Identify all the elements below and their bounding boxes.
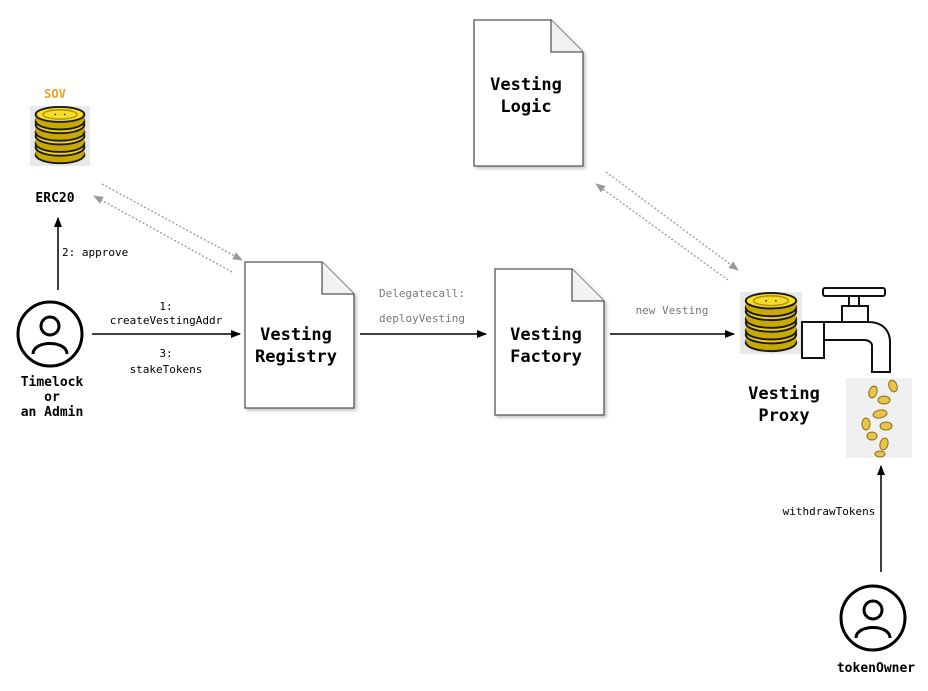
- sov-label: SOV: [44, 87, 66, 101]
- logic-title-line1: Vesting: [490, 75, 562, 95]
- falling-coins-icon: [846, 378, 912, 458]
- registry-title-line2: Registry: [255, 347, 337, 367]
- logic-title-line2: Logic: [500, 97, 551, 117]
- step3-function: stakeTokens: [130, 363, 203, 376]
- registry-erc20-dashed-arrow: [93, 195, 233, 273]
- proxy-logic-dashed-arrow: [595, 183, 729, 281]
- admin-label-line3: an Admin: [21, 405, 84, 420]
- delegatecall-label: Delegatecall:: [379, 287, 465, 300]
- coin-stack-icon: [30, 105, 90, 167]
- factory-title-line2: Factory: [510, 347, 582, 367]
- new-vesting-label: new Vesting: [636, 304, 709, 317]
- withdraw-tokens-label: withdrawTokens: [783, 505, 876, 518]
- faucet-icon: [801, 287, 891, 373]
- approve-label: 2: approve: [62, 246, 128, 259]
- document-icon: [494, 268, 605, 416]
- admin-label-line1: Timelock: [21, 375, 84, 390]
- admin-label-line2: or: [44, 390, 60, 405]
- factory-title-line1: Vesting: [510, 325, 582, 345]
- step3-number: 3:: [159, 347, 172, 360]
- registry-title-line1: Vesting: [260, 325, 332, 345]
- person-icon: [839, 584, 907, 652]
- logic-proxy-dashed-arrow: [605, 171, 739, 271]
- person-icon: [16, 300, 84, 368]
- deploy-vesting-label: deployVesting: [379, 312, 465, 325]
- proxy-title-line1: Vesting: [748, 384, 820, 404]
- step1-number: 1:: [159, 300, 172, 313]
- proxy-title-line2: Proxy: [758, 406, 809, 426]
- document-icon: [244, 261, 355, 409]
- token-owner-label: tokenOwner: [837, 661, 915, 676]
- erc20-label: ERC20: [35, 191, 74, 206]
- document-icon: [473, 19, 584, 167]
- erc20-registry-dashed-arrow: [101, 183, 243, 261]
- step1-function: createVestingAddr: [110, 314, 223, 327]
- coin-stack-icon: [740, 290, 802, 356]
